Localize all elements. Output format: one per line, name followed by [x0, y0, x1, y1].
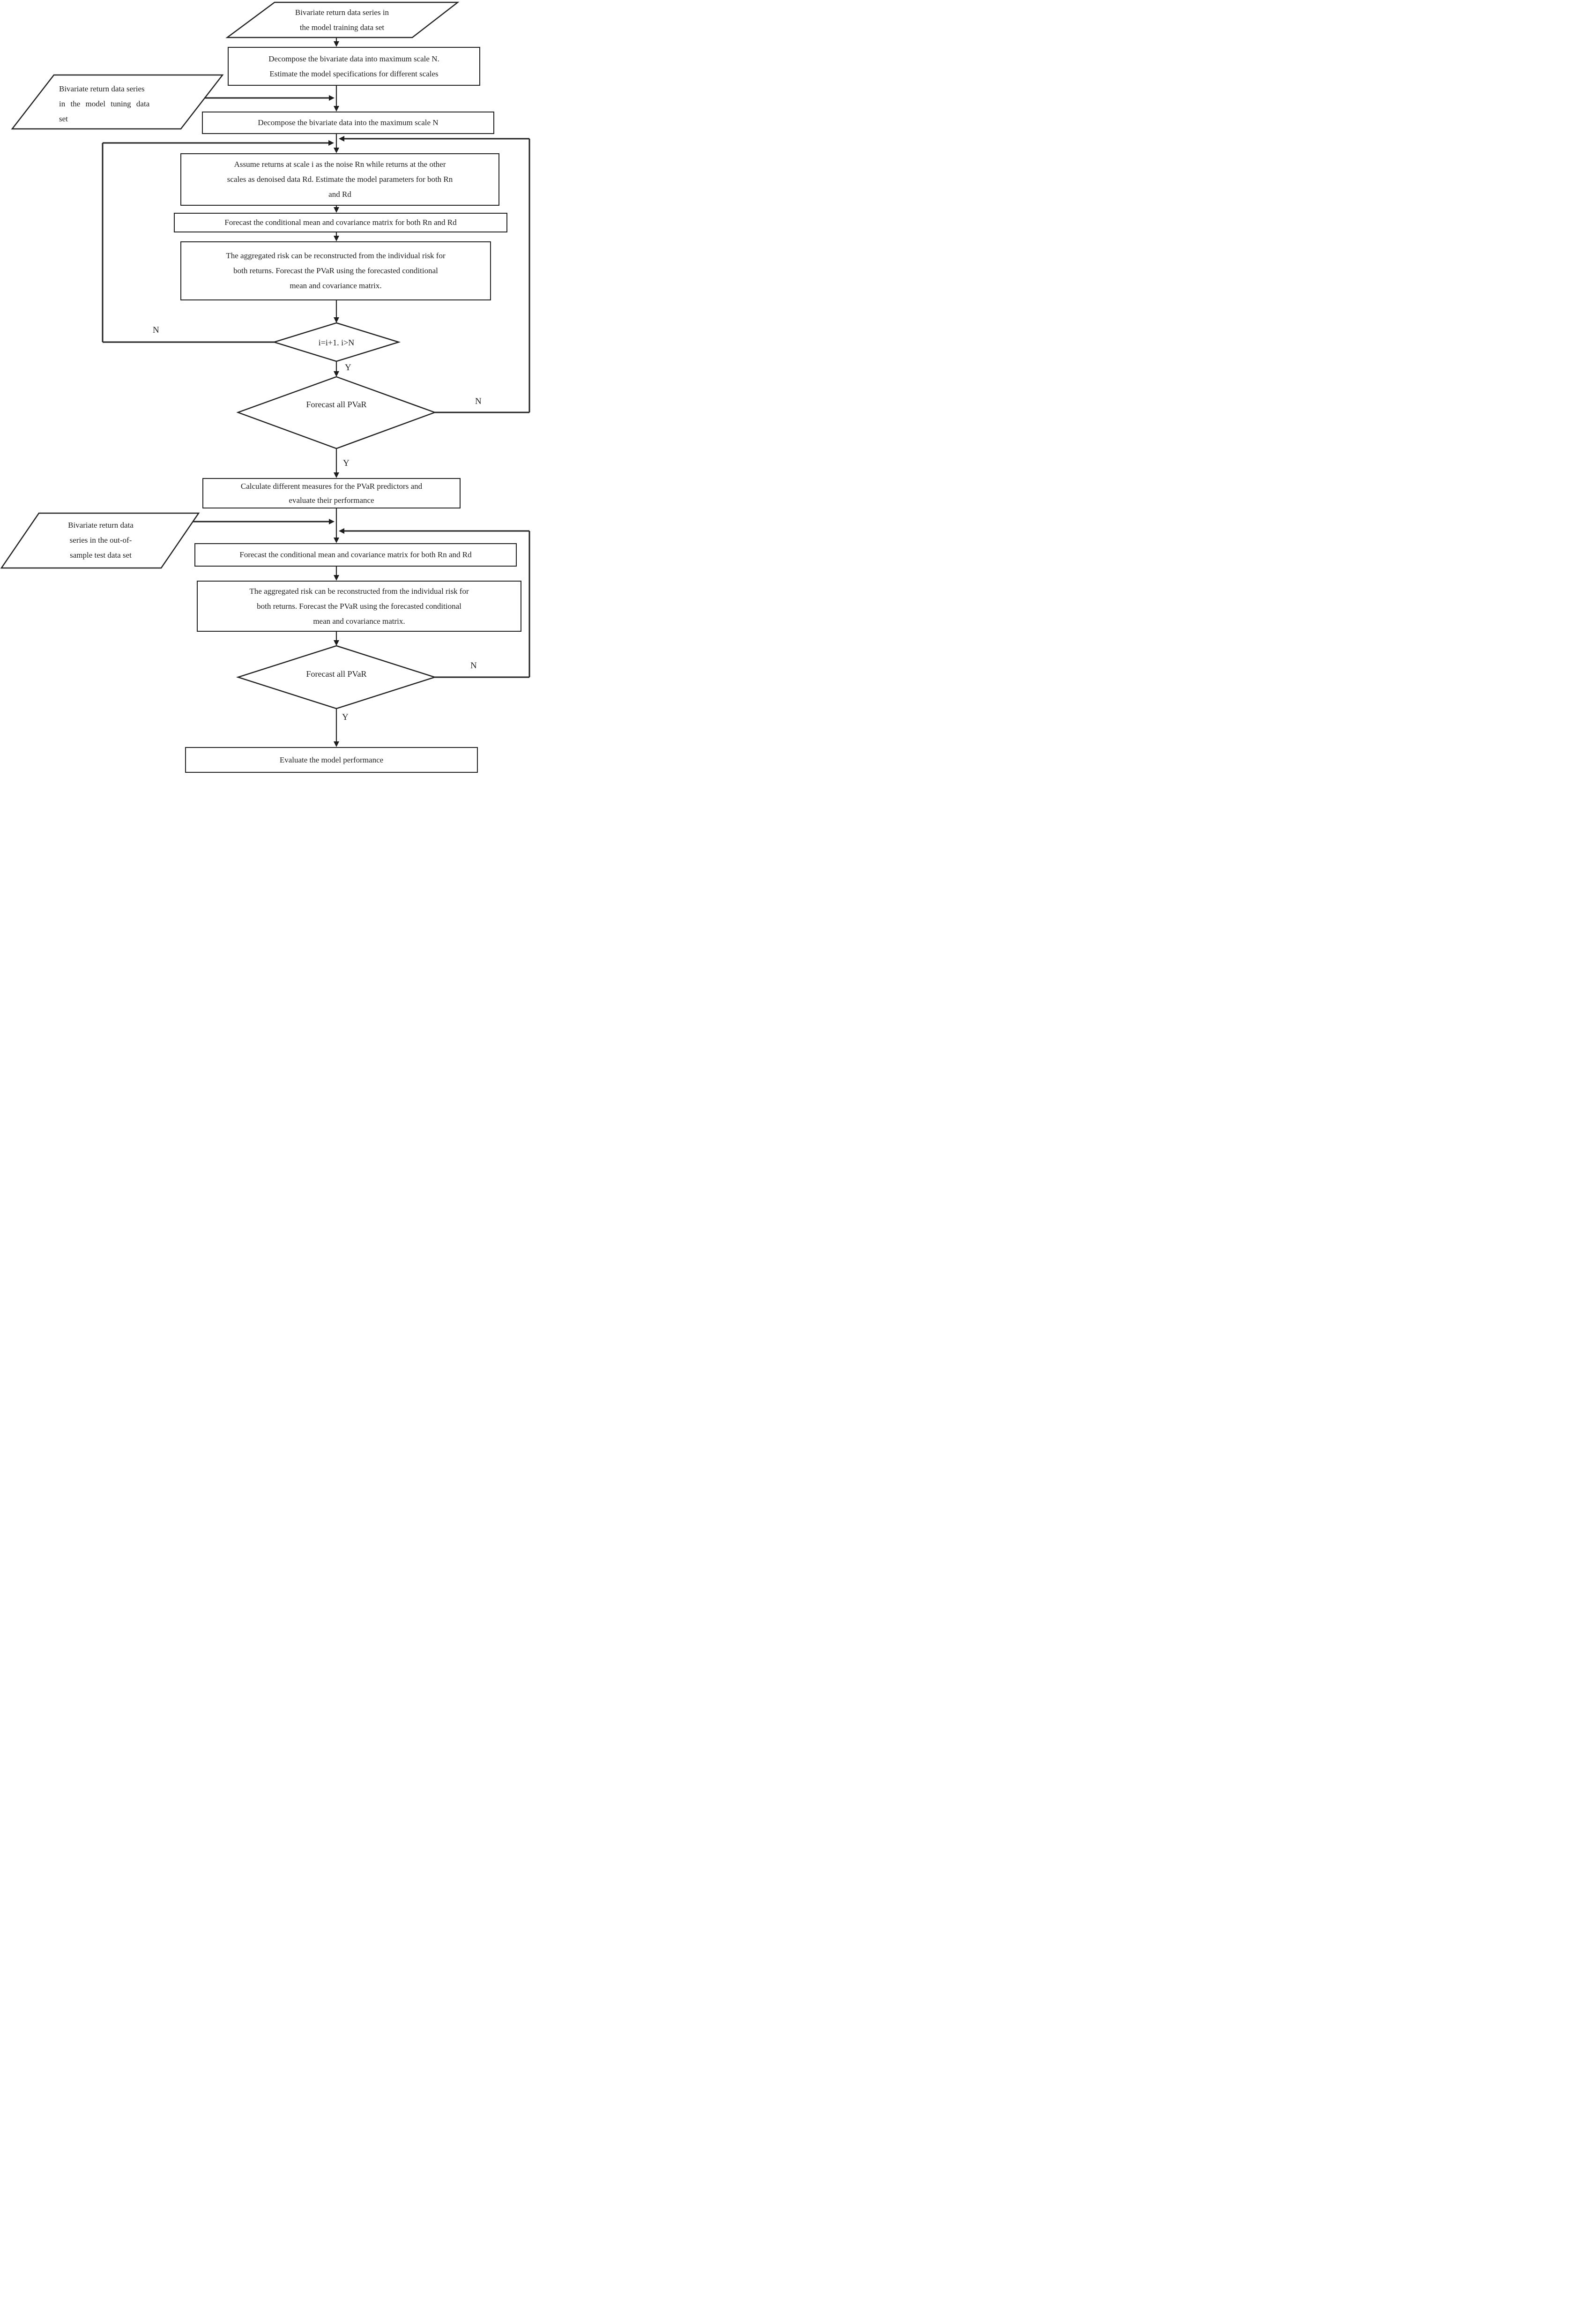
- tuning-data-parallelogram: [11, 74, 224, 130]
- node-scale-loop-decision: i=i+1. i>N: [318, 338, 355, 347]
- branch-label-scale-loop-no: N: [153, 325, 159, 335]
- node-training-data: Bivariate return data series in the mode…: [295, 8, 389, 32]
- node-forecast-all-pvar-test: Forecast all PVaR: [306, 669, 367, 679]
- node-forecast-all-pvar-tuning: Forecast all PVaR: [306, 400, 367, 409]
- arrowhead-down-icon: [334, 207, 339, 213]
- arrowhead-down-icon: [334, 640, 339, 646]
- arrowhead-down-icon: [334, 236, 339, 241]
- node-tuning-data: Bivariate return data series in the mode…: [59, 82, 171, 127]
- arrowhead-right-icon: [328, 140, 334, 146]
- branch-label-test-pvar-yes: Y: [342, 712, 349, 722]
- flowchart-connectors: [0, 1, 530, 747]
- node-decompose-train: Decompose the bivariate data into maximu…: [228, 47, 480, 86]
- arrowhead-down-icon: [334, 317, 339, 323]
- node-forecast-mean-test: Forecast the conditional mean and covari…: [194, 543, 517, 567]
- branch-label-scale-loop-yes: Y: [345, 363, 351, 373]
- node-test-data: Bivariate return data series in the out-…: [68, 521, 134, 560]
- test-data-parallelogram: [0, 512, 200, 569]
- flowchart-canvas: Bivariate return data series in the mode…: [0, 0, 531, 775]
- arrowhead-down-icon: [334, 741, 339, 747]
- training-data-parallelogram: [225, 1, 460, 38]
- node-decompose-tuning: Decompose the bivariate data into the ma…: [202, 112, 494, 134]
- node-tuning-data-line2: in the model tuning data: [59, 99, 150, 108]
- node-aggregate-risk-tuning: The aggregated risk can be reconstructed…: [180, 241, 491, 300]
- arrowhead-down-icon: [334, 472, 339, 478]
- arrowhead-down-icon: [334, 41, 339, 47]
- branch-label-test-pvar-no: N: [470, 661, 477, 671]
- branch-label-tuning-pvar-yes: Y: [343, 458, 350, 468]
- node-aggregate-risk-test: The aggregated risk can be reconstructed…: [197, 581, 521, 632]
- branch-label-tuning-pvar-no: N: [475, 396, 482, 406]
- arrowhead-down-icon: [334, 538, 339, 543]
- arrowhead-down-icon: [334, 371, 339, 377]
- node-calculate-measures: Calculate different measures for the PVa…: [202, 478, 461, 508]
- arrowhead-down-icon: [334, 106, 339, 112]
- node-assume-returns: Assume returns at scale i as the noise R…: [180, 153, 499, 206]
- node-tuning-data-line3: set: [59, 114, 68, 123]
- arrowhead-down-icon: [334, 575, 339, 581]
- arrowhead-down-icon: [334, 148, 339, 153]
- node-evaluate-performance: Evaluate the model performance: [185, 747, 478, 773]
- arrowhead-right-icon: [329, 519, 335, 524]
- arrowhead-right-icon: [329, 95, 335, 101]
- node-forecast-mean-tuning: Forecast the conditional mean and covari…: [174, 213, 507, 232]
- arrowhead-left-icon: [339, 528, 344, 534]
- node-tuning-data-line1: Bivariate return data series: [59, 84, 145, 93]
- arrowhead-left-icon: [339, 136, 344, 142]
